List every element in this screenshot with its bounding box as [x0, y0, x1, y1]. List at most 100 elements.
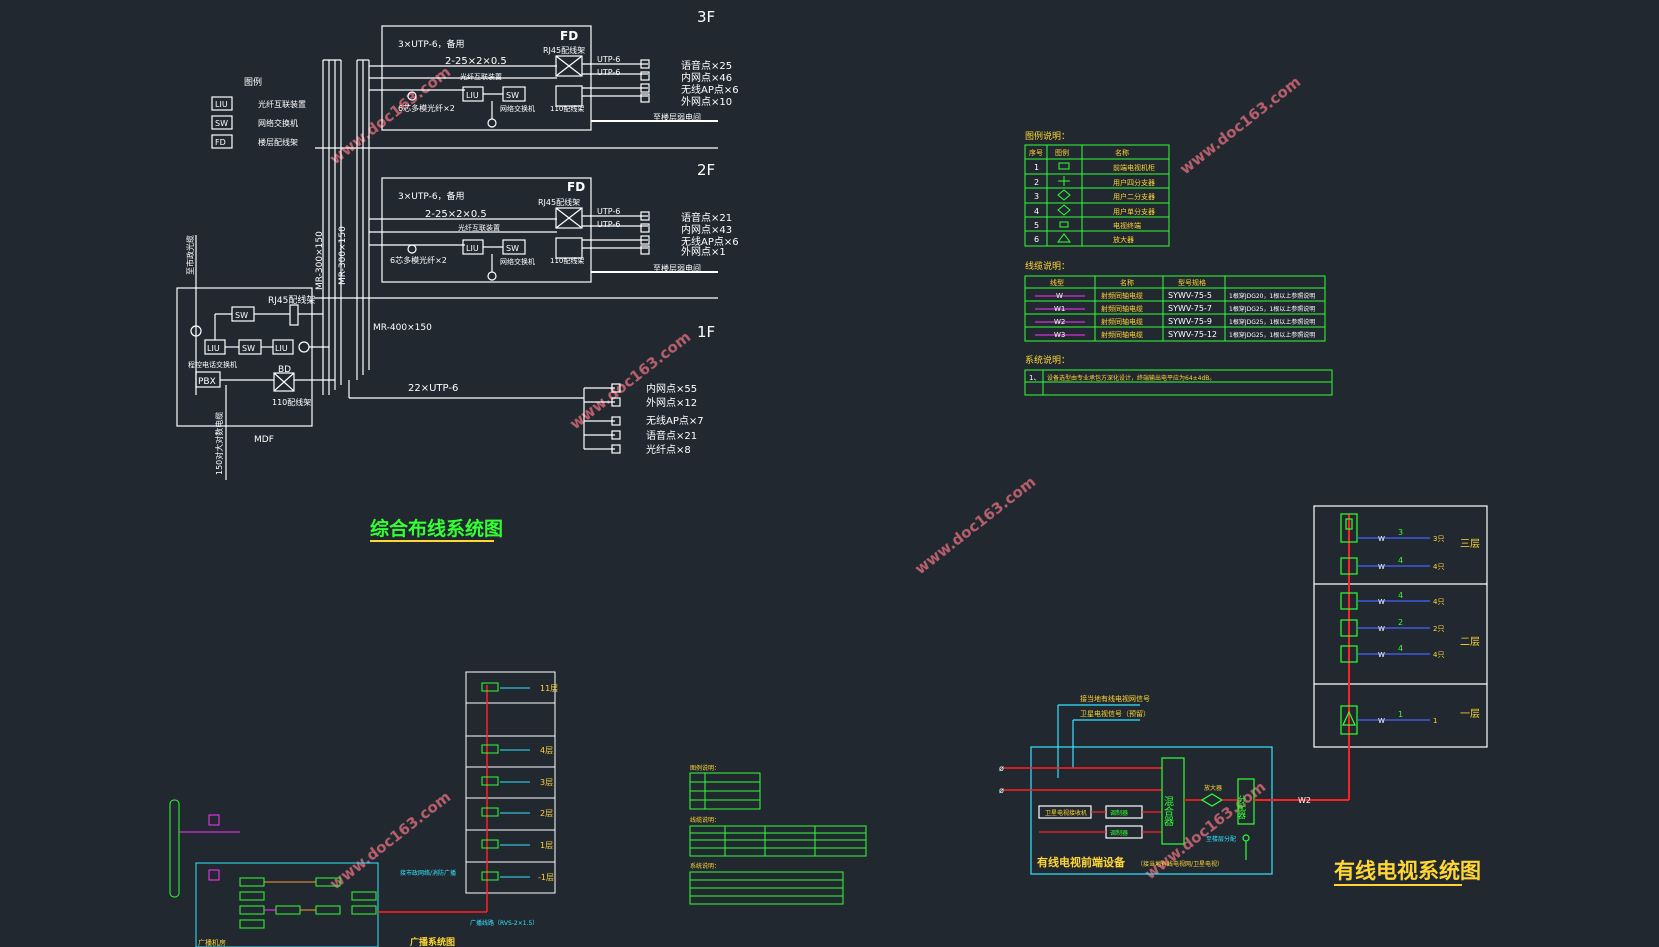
catv-title: 有线电视系统图	[1334, 859, 1481, 883]
bc-floor: 3层	[540, 778, 553, 787]
fd-fiber: 光纤互联装置	[458, 223, 500, 232]
p110-panel	[555, 237, 583, 259]
p110-text: 110配线架	[550, 104, 584, 113]
legend-symbol-fd	[211, 134, 233, 149]
cable-model: SYWV-75-12	[1168, 330, 1217, 339]
f1-outlet: 无线AP点×7	[646, 414, 704, 427]
watermark-text: www.doc163.com	[326, 788, 454, 893]
system-note-no: 1、	[1029, 374, 1040, 382]
cable-code: W	[1056, 292, 1063, 300]
mdf-label: MDF	[254, 435, 274, 445]
fd-label: FD	[567, 180, 585, 194]
legend-row-no: 1	[1034, 163, 1039, 172]
fd-box-2f: FD 3×UTP-6，备用 RJ45配线架 2-25×2×0.5 光纤互联装置 …	[369, 177, 739, 283]
riser-label-1: MR-300×150	[315, 231, 325, 290]
outlet-3f: 外网点×10	[681, 96, 732, 108]
legend-label-sw: 网络交换机	[258, 118, 298, 128]
mdf-p110: 110配线架	[272, 397, 311, 407]
fd-multimode: 6芯多模光纤×2	[390, 255, 447, 265]
branch-code: W	[1378, 535, 1385, 543]
receiver-1-text: 卫星电视接收机	[1045, 809, 1087, 817]
branch-out: 4只	[1433, 651, 1444, 659]
mdf-box: MDF 至市政光缆 150对大对数电缆 RJ45配线架 SW LIU SW LI…	[176, 235, 335, 480]
cable-method: 1根穿JDG20，1根以上参照说明	[1229, 292, 1315, 300]
mdf-patch	[289, 304, 299, 326]
legend-row-name: 放大器	[1113, 235, 1134, 244]
bc-room-label: 广播机房	[198, 938, 226, 947]
mdf-rj45: RJ45配线架	[268, 294, 315, 306]
mdf-pbx-text: PBX	[198, 377, 216, 387]
broadcast-floor-rows: 11层 4层 3层 2层 1层 -1层	[481, 682, 558, 882]
splitter-box	[1237, 778, 1255, 825]
broadcast-headend	[195, 862, 379, 947]
catv-floor-frame	[1313, 505, 1488, 748]
cable-code: W2	[1054, 318, 1065, 326]
cable-method: 1根穿JDG25，1根以上参照说明	[1229, 318, 1315, 326]
branch-out: 4只	[1433, 598, 1444, 606]
receiver-3-text: 调制器	[1110, 829, 1128, 837]
f1-outlet: 语音点×21	[646, 429, 697, 442]
mdf-liu-1-text: LIU	[207, 344, 220, 353]
branch-n: 1	[1398, 710, 1403, 719]
bc-floor: 1层	[540, 841, 553, 850]
cable-name: 射频同轴电缆	[1101, 330, 1143, 339]
cable-name: 射频同轴电缆	[1101, 304, 1143, 313]
broadcast-diagram: 11层 4层 3层 2层 1层 -1层 接市政网络/消防广播 广播机房	[169, 671, 867, 947]
branch-code: W	[1378, 651, 1385, 659]
fd-pair: 2-25×2×0.5	[445, 56, 507, 67]
fd-box-3f: FD 3×UTP-6，备用 RJ45配线架 2-25×2×0.5 光纤互联装置 …	[369, 25, 739, 131]
branch-n: 2	[1398, 618, 1403, 627]
p110-text: 110配线架	[550, 256, 584, 265]
floor-1f-distribution: 22×UTP-6 内网点×55 外网点×12 无线AP点×7 语音点×21 光纤…	[348, 380, 704, 456]
mdf-bd: BD	[278, 365, 291, 375]
uplink-1: UTP-6	[597, 207, 620, 216]
uplink-2: UTP-6	[597, 68, 620, 77]
outlet-3f: 无线AP点×6	[681, 83, 739, 96]
branch-code: W	[1378, 598, 1385, 606]
legend-table-heading: 图例说明：	[1025, 130, 1070, 142]
system-heading: 系统说明：	[1025, 354, 1070, 366]
catv-source-mid: 卫星电视信号（预留）	[1080, 709, 1150, 718]
branch-n: 4	[1398, 591, 1403, 600]
legend-row-no: 3	[1034, 192, 1039, 201]
legend-row-no: 4	[1034, 207, 1039, 216]
watermark-text: www.doc163.com	[1176, 73, 1304, 178]
fd-utp-in: 3×UTP-6，备用	[398, 190, 465, 202]
cable-method: 1根穿JDG25，1根以上参照说明	[1229, 305, 1315, 313]
fd-multimode: 6芯多模光纤×2	[398, 103, 455, 113]
bc-top-label: 接市政网络/消防广播	[400, 869, 456, 877]
fd-utp-in: 3×UTP-6，备用	[398, 38, 465, 50]
fd-rj45: RJ45配线架	[543, 45, 585, 55]
mixer-text: 混合器	[1162, 796, 1174, 827]
amp-label: 放大器	[1204, 784, 1222, 792]
legend-label-fd: 楼层配线架	[258, 137, 298, 147]
branch-code: W	[1378, 625, 1385, 633]
outlet-2f: 语音点×21	[681, 211, 732, 224]
splitter-text: 分配器	[1238, 795, 1247, 820]
cable-col: 名称	[1120, 278, 1134, 287]
rj45-panel	[555, 55, 583, 77]
svg-text:ø: ø	[999, 786, 1004, 795]
sw-text: SW	[506, 244, 519, 253]
cable-col: 型号规格	[1178, 278, 1206, 287]
tap-label: 至楼层弱电间	[653, 112, 701, 122]
legend-symbol-sw	[211, 115, 233, 130]
broadcast-floor-frame	[465, 671, 556, 894]
catv-tables: 图例说明： 序号 图例 名称 1 前端电视机柜 2 用户四分支器 3 用户二分支…	[1024, 130, 1333, 396]
outlet-2f: 内网点×43	[681, 223, 732, 236]
bc-floor: -1层	[538, 873, 554, 882]
fd-pair: 2-25×2×0.5	[425, 209, 487, 220]
headend-note: （接当地有线电视网/卫星电视）	[1137, 860, 1223, 868]
cable-col: 线型	[1050, 278, 1064, 287]
legend-row-name: 用户四分支器	[1113, 178, 1155, 187]
cable-table	[1024, 275, 1326, 342]
f1-outlet: 外网点×12	[646, 397, 697, 409]
branch-out: 4只	[1433, 563, 1444, 571]
fd-fiber: 光纤互联装置	[460, 72, 502, 81]
cabling-diagram: 3F 2F 1F 图例 LIU 光纤互联装置 SW 网络交换机 FD 楼层配线架	[176, 8, 739, 542]
cable-code: W3	[1054, 331, 1065, 339]
bc-riser-label: 广播线路（RVS-2×1.5）	[470, 919, 538, 927]
cable-method: 1根穿JDG25，1根以上参照说明	[1229, 331, 1315, 339]
cable-model: SYWV-75-5	[1168, 291, 1212, 300]
watermark-text: www.doc163.com	[911, 473, 1039, 578]
